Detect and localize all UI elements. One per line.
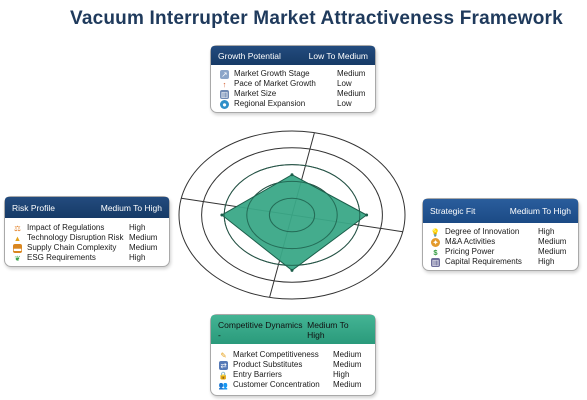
list-item: ⚖ Impact of Regulations High [5,223,169,233]
strategic-fit-header: Strategic Fit Medium To High [423,199,578,223]
line-chart-icon: ↗ [220,69,229,79]
list-item: ❦ ESG Requirements High [5,253,169,263]
item-name: Product Substitutes [233,360,303,369]
strategic-fit-label: Strategic Fit [430,206,476,216]
list-item: ⇄ Product Substitutes Medium [211,360,375,370]
growth-potential-label: Growth Potential [218,50,281,61]
growth-potential-card: Growth Potential Low To Medium ↗ Market … [210,45,376,113]
pencil-icon: ✎ [220,350,227,360]
item-name: Entry Barriers [233,370,282,379]
item-value: High [538,257,555,266]
list-item: 👥 Customer Concentration Medium [211,380,375,390]
risk-profile-card: Risk Profile Medium To High ⚖ Impact of … [4,196,170,267]
risk-profile-label: Risk Profile [12,202,55,213]
strategic-fit-card: Strategic Fit Medium To High 💡 Degree of… [422,198,579,271]
lock-icon: 🔒 [218,370,229,380]
radar-point [220,213,224,217]
competitive-dynamics-card: Competitive Dynamics - Medium To High ✎ … [210,314,376,396]
scales-icon: ⚖ [14,223,21,233]
item-value: Medium [129,243,158,252]
item-value: Low [337,79,352,88]
list-item: 💡 Degree of Innovation High [423,227,578,237]
item-value: High [333,370,350,379]
item-name: Regional Expansion [234,99,306,108]
list-item: ● Regional Expansion Low [211,99,375,109]
item-name: Capital Requirements [445,257,522,266]
item-name: Market Growth Stage [234,69,310,78]
list-item: $ Pricing Power Medium [423,247,578,257]
item-value: Medium [333,350,362,359]
item-name: Pricing Power [445,247,495,256]
risk-profile-header: Risk Profile Medium To High [5,197,169,218]
radar-ring [201,147,383,283]
list-item: ▲ Technology Disruption Risk Medium [5,233,169,243]
item-value: Medium [337,89,366,98]
item-name: Pace of Market Growth [234,79,316,88]
risk-profile-level: Medium To High [100,202,162,213]
list-item: ↗ Market Growth Stage Medium [211,69,375,79]
list-item: ✦ M&A Activities Medium [423,237,578,247]
globe-icon: ● [220,99,229,109]
radar-point [290,173,294,177]
radar-ring-overlay [223,164,361,266]
item-value: Low [337,99,352,108]
item-name: Technology Disruption Risk [27,233,124,242]
strategic-fit-level: Medium To High [509,206,571,216]
item-name: Degree of Innovation [445,227,520,236]
item-value: High [129,253,146,262]
competitive-dynamics-header: Competitive Dynamics - Medium To High [211,315,375,344]
item-value: Medium [538,237,567,246]
handshake-icon: ✦ [431,237,440,247]
list-item: 🔒 Entry Barriers High [211,370,375,380]
competitive-dynamics-level: Medium To High [307,319,349,340]
radar-ring-overlay [268,197,316,233]
radar-ring-overlay [246,180,338,250]
bank-icon: ▥ [431,257,440,267]
list-item: ▬ Supply Chain Complexity Medium [5,243,169,253]
growth-potential-header: Growth Potential Low To Medium [211,46,375,65]
item-value: Medium [333,360,362,369]
item-value: Medium [538,247,567,256]
building-icon: ▥ [220,89,229,99]
list-item: ↑ Pace of Market Growth Low [211,79,375,89]
leaf-icon: ❦ [14,253,21,263]
item-value: High [538,227,555,236]
growth-potential-level: Low To Medium [308,50,368,61]
page-title: Vacuum Interrupter Market Attractiveness… [70,8,563,29]
item-value: Medium [129,233,158,242]
truck-icon: ▬ [13,243,22,253]
arrow-up-icon: ↑ [222,79,227,89]
list-item: ✎ Market Competitiveness Medium [211,350,375,360]
dollar-icon: $ [433,247,438,257]
item-value: Medium [337,69,366,78]
item-name: M&A Activities [445,237,496,246]
item-name: Market Size [234,89,277,98]
item-name: ESG Requirements [27,253,96,262]
item-name: Market Competitiveness [233,350,319,359]
people-icon: 👥 [218,380,229,390]
radar-point [365,213,369,217]
item-name: Impact of Regulations [27,223,105,232]
item-name: Customer Concentration [233,380,320,389]
list-item: ▥ Capital Requirements High [423,257,578,267]
competitive-dynamics-label: Competitive Dynamics - [218,319,303,340]
lightbulb-icon: 💡 [430,227,441,237]
item-value: High [129,223,146,232]
item-name: Supply Chain Complexity [27,243,117,252]
swap-icon: ⇄ [219,360,228,370]
warning-icon: ▲ [13,233,22,243]
item-value: Medium [333,380,362,389]
list-item: ▥ Market Size Medium [211,89,375,99]
radar-point [290,268,294,272]
